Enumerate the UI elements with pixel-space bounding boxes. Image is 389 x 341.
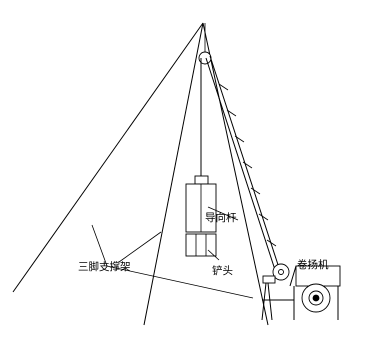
winch-drum-icon [301,283,331,313]
label-shovel-head: 铲头 [212,265,233,277]
guide-rod-leader [207,206,239,221]
winch-rope [205,55,282,277]
tripod-leg-right [202,22,269,326]
tripod-leader [91,224,254,299]
tripod-leg-middle [143,22,204,326]
label-tripod: 三脚支撑架 [78,260,131,273]
tripod-leg-left [12,22,204,293]
winch [261,263,341,321]
shovel-head-leader [207,249,220,261]
label-guide-rod: 导向杆 [205,211,237,224]
pulley-icon [198,23,212,65]
label-leaders [91,206,254,299]
tripod-leader-2 [118,231,162,263]
label-winch: 卷扬机 [297,258,329,271]
tripod-frame [12,22,269,326]
